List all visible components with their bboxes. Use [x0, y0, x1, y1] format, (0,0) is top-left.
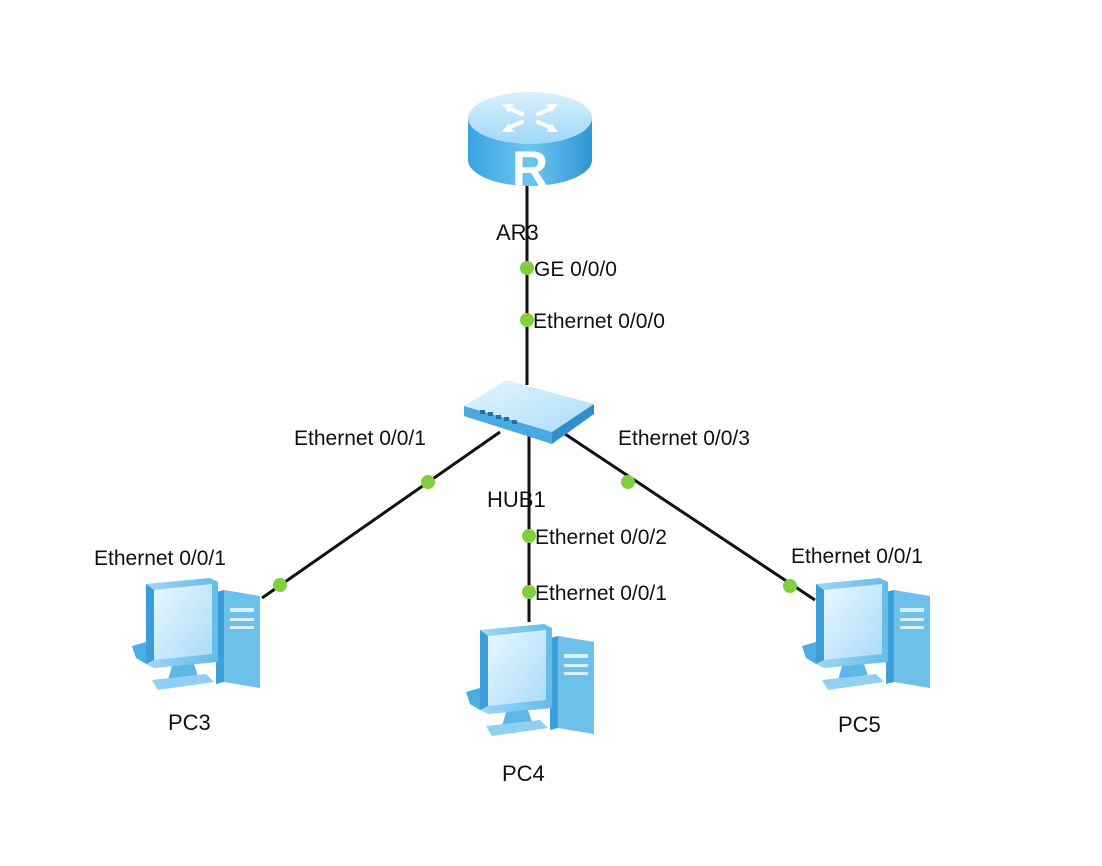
port-dot-pc4-e001 — [522, 585, 536, 599]
hub-icon — [464, 380, 594, 444]
port-dot-hub-e001 — [421, 475, 435, 489]
port-dot-hub-e002 — [522, 529, 536, 543]
pc-icon — [132, 578, 260, 690]
hub-hub1[interactable]: HUB1 — [464, 380, 594, 512]
port-label-pc3-e001: Ethernet 0/0/1 — [94, 547, 226, 570]
port-dot-hub-e003 — [621, 475, 635, 489]
router-glyph: R — [512, 141, 548, 197]
router-ar3[interactable]: R AR3 — [468, 92, 592, 245]
hub-name-label: HUB1 — [487, 487, 546, 512]
port-label-hub-e002: Ethernet 0/0/2 — [535, 526, 667, 549]
port-dots — [273, 261, 797, 599]
link-hub-pc3[interactable] — [261, 430, 501, 600]
pc-pc3[interactable]: PC3 — [132, 578, 260, 735]
port-dot-router-ge000 — [520, 261, 534, 275]
router-name-label: AR3 — [496, 220, 539, 245]
port-labels: GE 0/0/0 Ethernet 0/0/0 Ethernet 0/0/1 E… — [94, 258, 923, 605]
port-label-pc4-e001: Ethernet 0/0/1 — [535, 582, 667, 605]
port-label-hub-e001: Ethernet 0/0/1 — [294, 427, 426, 450]
port-dot-pc3-e001 — [273, 578, 287, 592]
pc-icon — [466, 624, 594, 736]
router-icon: R — [468, 92, 592, 197]
port-label-pc5-e001: Ethernet 0/0/1 — [791, 545, 923, 568]
pc-pc5[interactable]: PC5 — [802, 578, 930, 737]
pc3-name-label: PC3 — [168, 710, 211, 735]
port-label-hub-e000: Ethernet 0/0/0 — [533, 310, 665, 333]
pc5-name-label: PC5 — [838, 712, 881, 737]
link-hub-pc5[interactable] — [561, 430, 816, 602]
port-label-hub-e003: Ethernet 0/0/3 — [618, 427, 750, 450]
pc4-name-label: PC4 — [502, 761, 545, 786]
port-dot-hub-e000 — [520, 313, 534, 327]
port-dot-pc5-e001 — [783, 579, 797, 593]
port-label-router-ge000: GE 0/0/0 — [534, 258, 617, 281]
pc-icon — [802, 578, 930, 690]
pc-pc4[interactable]: PC4 — [466, 624, 594, 786]
